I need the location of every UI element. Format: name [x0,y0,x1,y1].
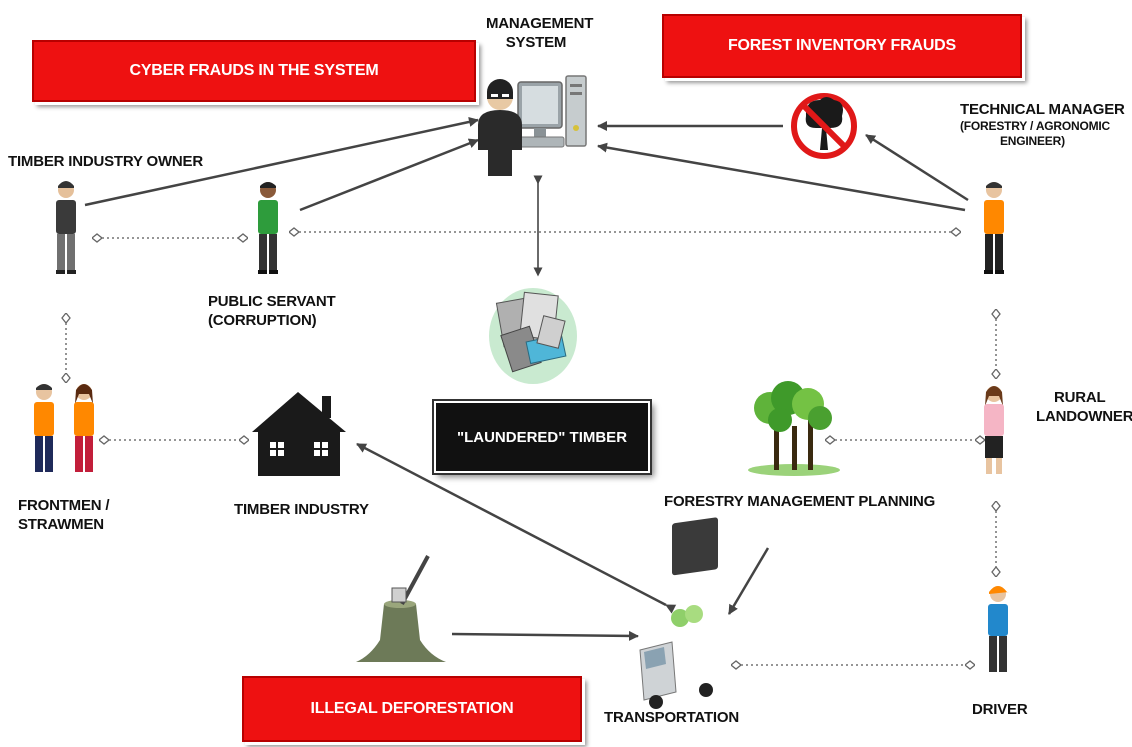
timber-industry-label: TIMBER INDUSTRY [234,501,369,518]
management-system-label-line2: SYSTEM [505,34,567,51]
no-tree-icon [791,93,857,159]
arrow-planning-to-truck [727,547,770,615]
rural-landowner-label-line2: LANDOWNER [1036,408,1132,425]
forest-inventory-frauds-banner: FOREST INVENTORY FRAUDS [662,14,1022,78]
arrow-servant-to-system [299,138,479,212]
illegal-deforestation-banner: ILLEGAL DEFORESTATION [242,676,582,742]
trees-icon [748,381,840,476]
public-servant-label: PUBLIC SERVANT (CORRUPTION) [208,292,336,330]
arrows [84,117,969,641]
technical-manager-label-line2: (FORESTRY / AGRONOMIC [960,119,1111,133]
driver-label: DRIVER [972,701,1028,718]
frontmen-label-line1: FRONTMEN / [18,497,110,514]
transportation-label: TRANSPORTATION [604,709,739,726]
rural-landowner-label: RURAL LANDOWNER [1036,388,1132,426]
public-servant-label-line2: (CORRUPTION) [208,312,317,329]
frontmen-label-line2: STRAWMEN [18,516,104,533]
arrow-stump-to-truck [451,630,639,641]
frontmen-label: FRONTMEN / STRAWMEN [18,496,110,534]
technical-manager-label-line3: ENGINEER) [1000,134,1065,148]
hacker-computer-icon [478,75,587,176]
landowner-person-icon [984,386,1004,474]
manager-person-icon [984,182,1004,274]
forestry-management-planning-label: FORESTRY MANAGEMENT PLANNING [664,493,936,510]
public-servant-label-line1: PUBLIC SERVANT [208,293,336,310]
arrow-manager-to-inventory [865,133,969,202]
laundered-timber-box: "LAUNDERED" TIMBER [432,399,652,475]
driver-person-icon [988,586,1009,672]
tree-stump-axe-icon [356,555,446,662]
servant-person-icon [258,182,278,274]
timber-industry-owner-label: TIMBER INDUSTRY OWNER [8,153,203,170]
technical-manager-label: TECHNICAL MANAGER (FORESTRY / AGRONOMIC … [960,100,1125,149]
frontmen-person-icon [34,384,94,472]
rural-landowner-label-line1: RURAL [1054,389,1106,406]
arrow-owner-to-system [84,117,479,207]
management-system-label-line1: MANAGEMENT [486,15,594,32]
cyber-frauds-banner: CYBER FRAUDS IN THE SYSTEM [32,40,476,102]
owner-person-icon [56,181,76,274]
management-system-label: MANAGEMENT SYSTEM [486,14,594,52]
technical-manager-label-line1: TECHNICAL MANAGER [960,101,1125,118]
connectors [66,232,996,665]
arrow-truck-to-industry [356,442,677,614]
truck-icon [639,517,718,709]
arrow-manager-to-system [597,142,966,212]
documents-icon [489,288,577,384]
house-icon [252,392,346,476]
